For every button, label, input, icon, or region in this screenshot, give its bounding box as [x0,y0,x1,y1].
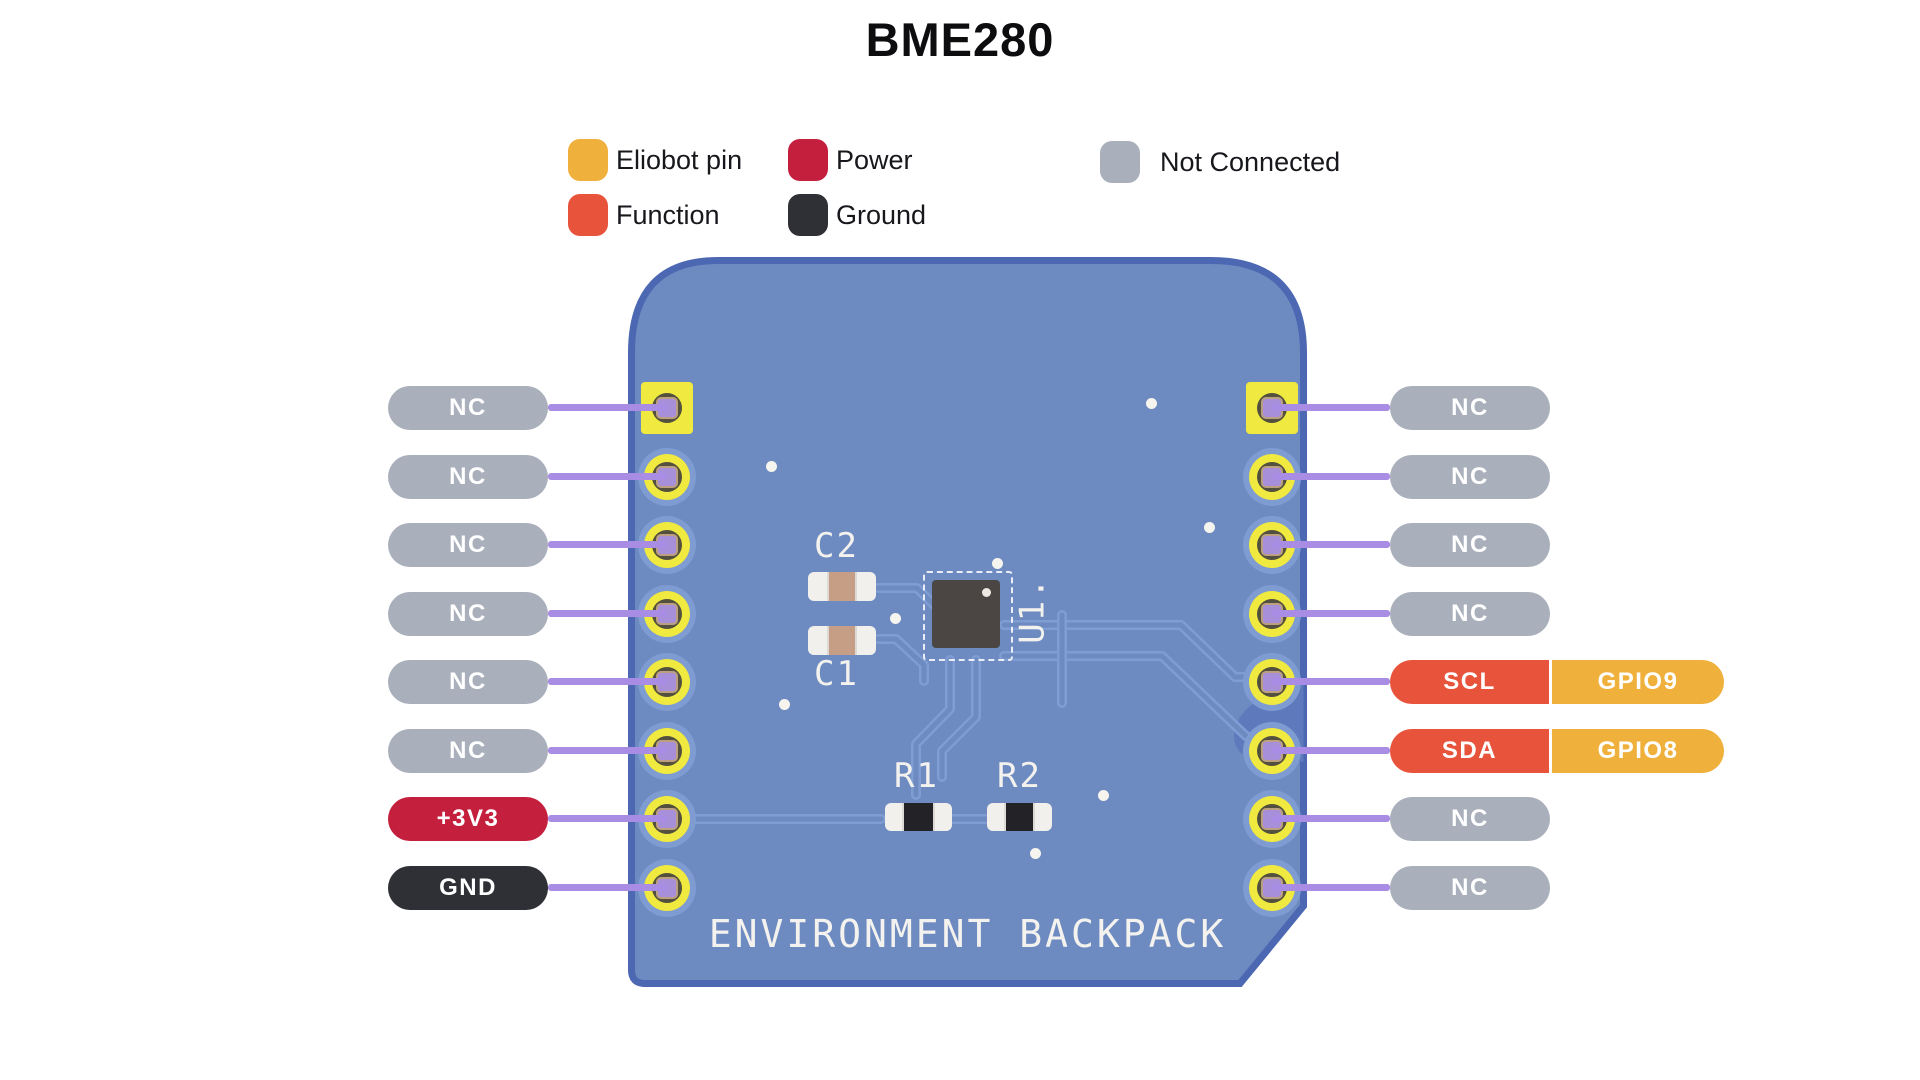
wire [1272,610,1390,617]
capacitor-c1 [808,626,876,655]
pin-pill-nc: NC [388,592,548,636]
pin-pill-+3v3: +3V3 [388,797,548,841]
component-label-c2: C2 [814,526,859,566]
legend-label-not-connected: Not Connected [1160,147,1341,177]
wire [548,610,667,617]
pin-pill-nc: NC [1390,797,1550,841]
chip-silkscreen-outline [923,571,1013,661]
legend-label-ground: Ground [836,200,927,230]
component-label-c1: C1 [814,654,859,694]
pin-pill-nc: NC [388,386,548,430]
pin-pill-nc: NC [1390,592,1550,636]
silkscreen-title: ENVIRONMENT BACKPACK [708,912,1227,956]
diagram-title: BME280 [865,13,1055,66]
pin-pill-gnd: GND [388,866,548,910]
via-dot [992,558,1003,569]
resistor-r2 [987,803,1052,831]
chip-u1 [932,580,1000,648]
component-label-r1: R1 [894,756,939,796]
pin-pill-gpio9: GPIO9 [1552,660,1724,704]
resistor-r1 [885,803,952,831]
via-dot [779,699,790,710]
legend-label-function: Function [616,200,720,230]
wire [548,541,667,548]
wire [548,884,667,891]
wire [1272,747,1390,754]
pin-pill-nc: NC [388,455,548,499]
pin-pill-nc: NC [388,523,548,567]
via-dot [1146,398,1157,409]
legend-swatch-function [568,194,608,236]
pin-pill-nc: NC [388,729,548,773]
component-label-u1: U1. [1012,576,1053,644]
wire [548,815,667,822]
chip-pin1-dot [982,588,991,597]
pin-pill-sda: SDA [1390,729,1549,773]
pin-pill-nc: NC [1390,866,1550,910]
wire [1272,404,1390,411]
via-dot [766,461,777,472]
wire [1272,541,1390,548]
legend-swatch-eliobot [568,139,608,181]
pin-pill-nc: NC [1390,523,1550,567]
pin-pill-nc: NC [1390,455,1550,499]
capacitor-c2 [808,572,876,601]
pcb-board: C2 C1 U1. R1 R2 ENVIRONMENT BACKPACK [628,257,1307,987]
via-dot [890,613,901,624]
pin-pill-gpio8: GPIO8 [1552,729,1724,773]
legend-label-eliobot: Eliobot pin [616,145,743,175]
wire [548,473,667,480]
via-dot [1204,522,1215,533]
legend-swatch-power [788,139,828,181]
wire [548,678,667,685]
legend-swatch-ground [788,194,828,236]
wire [1272,815,1390,822]
wire [1272,678,1390,685]
component-label-r2: R2 [997,756,1042,796]
wire [548,747,667,754]
via-dot [1030,848,1041,859]
pin-pill-scl: SCL [1390,660,1549,704]
legend-label-power: Power [836,145,913,175]
pin-pill-nc: NC [388,660,548,704]
via-dot [1098,790,1109,801]
legend-swatch-not-connected [1100,141,1140,183]
wire [1272,884,1390,891]
wire [548,404,667,411]
pin-pill-nc: NC [1390,386,1550,430]
wire [1272,473,1390,480]
